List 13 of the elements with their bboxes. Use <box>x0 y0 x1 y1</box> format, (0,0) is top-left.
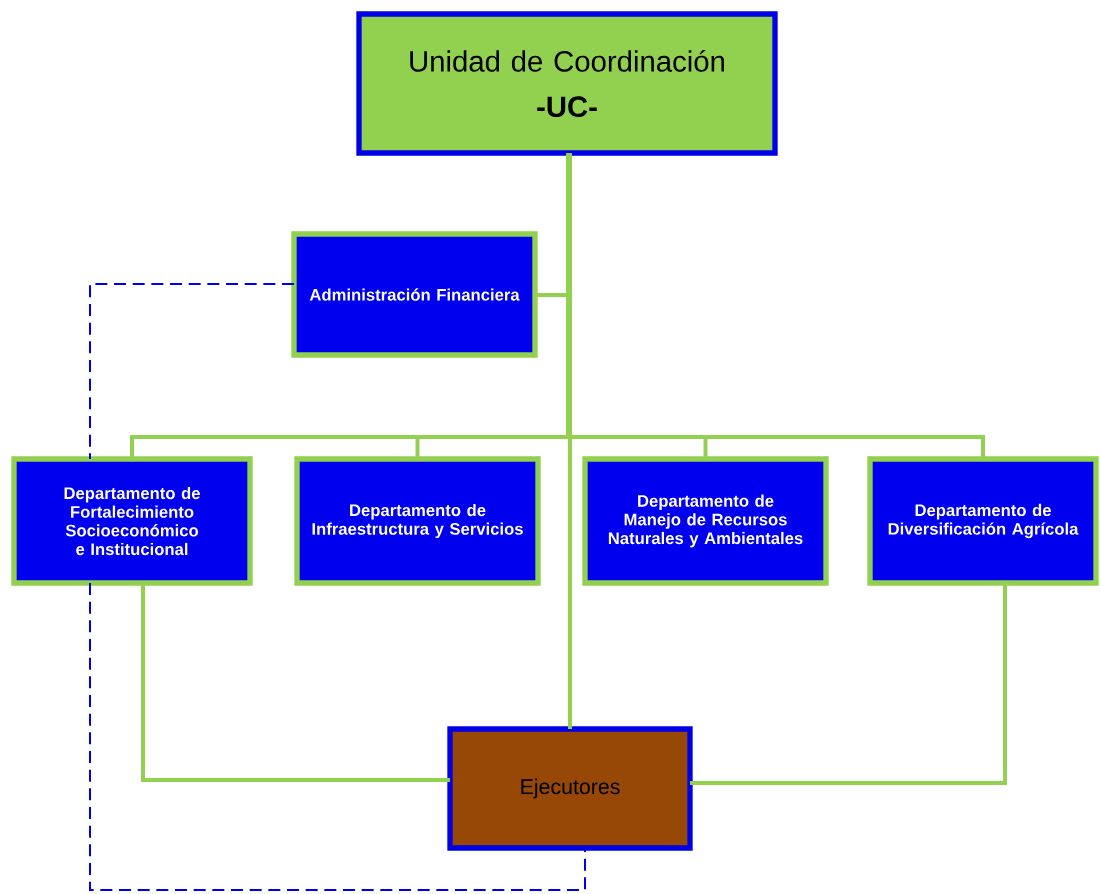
connector-line <box>690 583 1007 785</box>
department-box: Administración Financiera <box>291 231 538 358</box>
department-box: Departamento de Diversificación Agrícola <box>867 456 1099 586</box>
connector-line <box>89 283 295 460</box>
connector-line <box>89 582 586 891</box>
executors-box: Ejecutores <box>447 726 693 851</box>
connector-line <box>566 153 985 459</box>
connector-line <box>568 153 572 729</box>
department-box: Departamento de Infraestructura y Servicios <box>294 456 541 586</box>
coordination-box: Unidad de Coordinación -UC- <box>356 11 778 156</box>
department-box: Departamento de Fortalecimiento Socioeconómico e Institucional <box>11 456 253 586</box>
department-box: Departamento de Manejo de Recursos Naturales y Ambientales <box>582 456 829 586</box>
connector-line <box>141 583 450 782</box>
